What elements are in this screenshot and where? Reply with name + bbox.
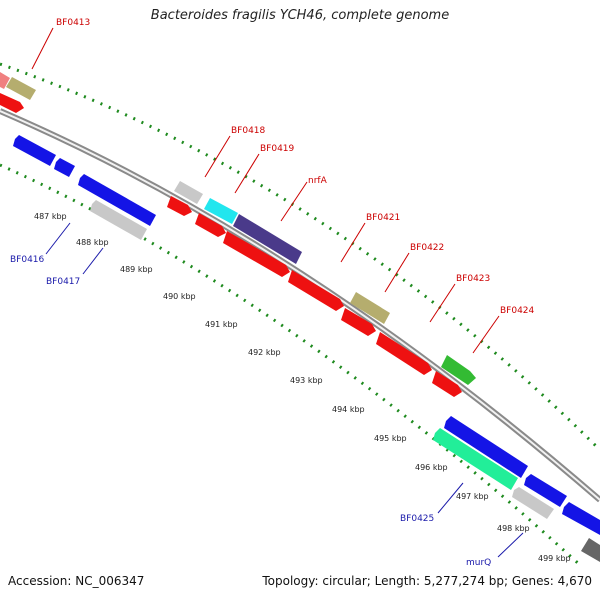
label-leader-lines bbox=[31, 27, 524, 558]
gene-label-bf0424[interactable]: BF0424 bbox=[500, 306, 535, 316]
leader-line-bf0416 bbox=[45, 222, 71, 255]
gene-label-nrfA[interactable]: nrfA bbox=[308, 176, 328, 186]
kbp-label: 498 kbp bbox=[497, 524, 530, 533]
leader-line-bf0423 bbox=[429, 283, 456, 323]
map-title: Bacteroides fragilis YCH46, complete gen… bbox=[150, 8, 450, 23]
gene-arrow-bf0419[interactable] bbox=[204, 198, 238, 224]
gene-arrow-red-7[interactable] bbox=[432, 371, 462, 397]
gene-label-murq[interactable]: murQ bbox=[466, 558, 491, 568]
gene-arrow-red-3[interactable] bbox=[223, 231, 290, 277]
gene-arrow-bf0417[interactable] bbox=[90, 200, 147, 240]
gene-arrow-blue-4[interactable] bbox=[444, 416, 528, 478]
leader-line-bf0425 bbox=[437, 482, 464, 514]
gene-arrow-nrfA[interactable] bbox=[233, 214, 302, 264]
kbp-label: 490 kbp bbox=[163, 292, 196, 301]
gene-arrow-blue-5[interactable] bbox=[524, 474, 567, 507]
gene-label-bf0418[interactable]: BF0418 bbox=[231, 126, 266, 136]
gene-label-bf0423[interactable]: BF0423 bbox=[456, 274, 490, 284]
gene-arrow-bf0418[interactable] bbox=[174, 181, 203, 204]
gene-arrow-small-red[interactable] bbox=[167, 196, 192, 216]
gene-arrow-red-6[interactable] bbox=[376, 332, 432, 375]
genome-backbone bbox=[0, 108, 600, 503]
genome-summary-text: Topology: circular; Length: 5,277,274 bp… bbox=[262, 574, 592, 588]
gene-arrow-murQ[interactable] bbox=[512, 487, 554, 519]
gene-arrow-bf0424[interactable] bbox=[441, 355, 476, 385]
kbp-label: 497 kbp bbox=[456, 492, 489, 501]
leader-line-nrfA bbox=[280, 181, 308, 222]
leader-line-bf0421 bbox=[340, 222, 366, 263]
gene-arrow-bf0413-pink[interactable] bbox=[0, 72, 10, 89]
kbp-label: 499 kbp bbox=[538, 554, 571, 563]
gene-labels: BF0413 BF0418 BF0419 nrfA BF0421 BF0422 … bbox=[10, 18, 535, 568]
gene-label-bf0417[interactable]: BF0417 bbox=[46, 277, 80, 287]
gene-arrow-blue-6[interactable] bbox=[562, 502, 600, 535]
leader-line-bf0422 bbox=[384, 252, 410, 293]
gene-arrow-blue-3[interactable] bbox=[78, 174, 156, 226]
kbp-label: 496 kbp bbox=[415, 463, 448, 472]
reverse-genes bbox=[13, 135, 600, 562]
leader-line-bf0418 bbox=[204, 135, 231, 178]
kbp-label: 491 kbp bbox=[205, 320, 238, 329]
gene-arrow-blue-1[interactable] bbox=[13, 135, 56, 166]
gene-label-bf0425[interactable]: BF0425 bbox=[400, 514, 434, 524]
forward-genes bbox=[0, 72, 476, 397]
kbp-label: 489 kbp bbox=[120, 265, 153, 274]
gene-arrow-gray-end[interactable] bbox=[581, 538, 600, 562]
gene-arrow-bf0413[interactable] bbox=[6, 77, 36, 100]
gene-arrow-red-2[interactable] bbox=[195, 213, 226, 237]
leader-line-bf0424 bbox=[472, 315, 500, 354]
kbp-label: 495 kbp bbox=[374, 434, 407, 443]
inner-tick-line bbox=[0, 163, 582, 567]
kbp-label: 488 kbp bbox=[76, 238, 109, 247]
gene-arrow-red-1[interactable] bbox=[0, 93, 24, 113]
leader-line-murq bbox=[497, 532, 524, 558]
leader-line-bf0417 bbox=[82, 247, 104, 275]
leader-line-bf0419 bbox=[234, 153, 260, 194]
gene-arrow-red-5[interactable] bbox=[341, 308, 376, 336]
kbp-label: 494 kbp bbox=[332, 405, 365, 414]
kbp-labels: 487 kbp 488 kbp 489 kbp 490 kbp 491 kbp … bbox=[34, 212, 571, 563]
gene-label-bf0416[interactable]: BF0416 bbox=[10, 255, 45, 265]
tick-lines bbox=[0, 62, 600, 567]
gene-arrow-bf0421[interactable] bbox=[350, 292, 390, 324]
gene-label-bf0413[interactable]: BF0413 bbox=[56, 18, 90, 28]
gene-label-bf0422[interactable]: BF0422 bbox=[410, 243, 444, 253]
kbp-label: 493 kbp bbox=[290, 376, 323, 385]
gene-label-bf0419[interactable]: BF0419 bbox=[260, 144, 295, 154]
gene-arrow-bf0425[interactable] bbox=[433, 428, 518, 490]
accession-text: Accession: NC_006347 bbox=[8, 574, 145, 588]
outer-tick-line bbox=[0, 62, 600, 452]
backbone-highlight bbox=[0, 110, 600, 501]
leader-line-bf0413 bbox=[31, 27, 54, 70]
gene-arrow-red-4[interactable] bbox=[288, 270, 344, 311]
gene-arrow-blue-2[interactable] bbox=[54, 158, 75, 177]
gene-label-bf0421[interactable]: BF0421 bbox=[366, 213, 400, 223]
kbp-label: 492 kbp bbox=[248, 348, 281, 357]
kbp-label: 487 kbp bbox=[34, 212, 67, 221]
